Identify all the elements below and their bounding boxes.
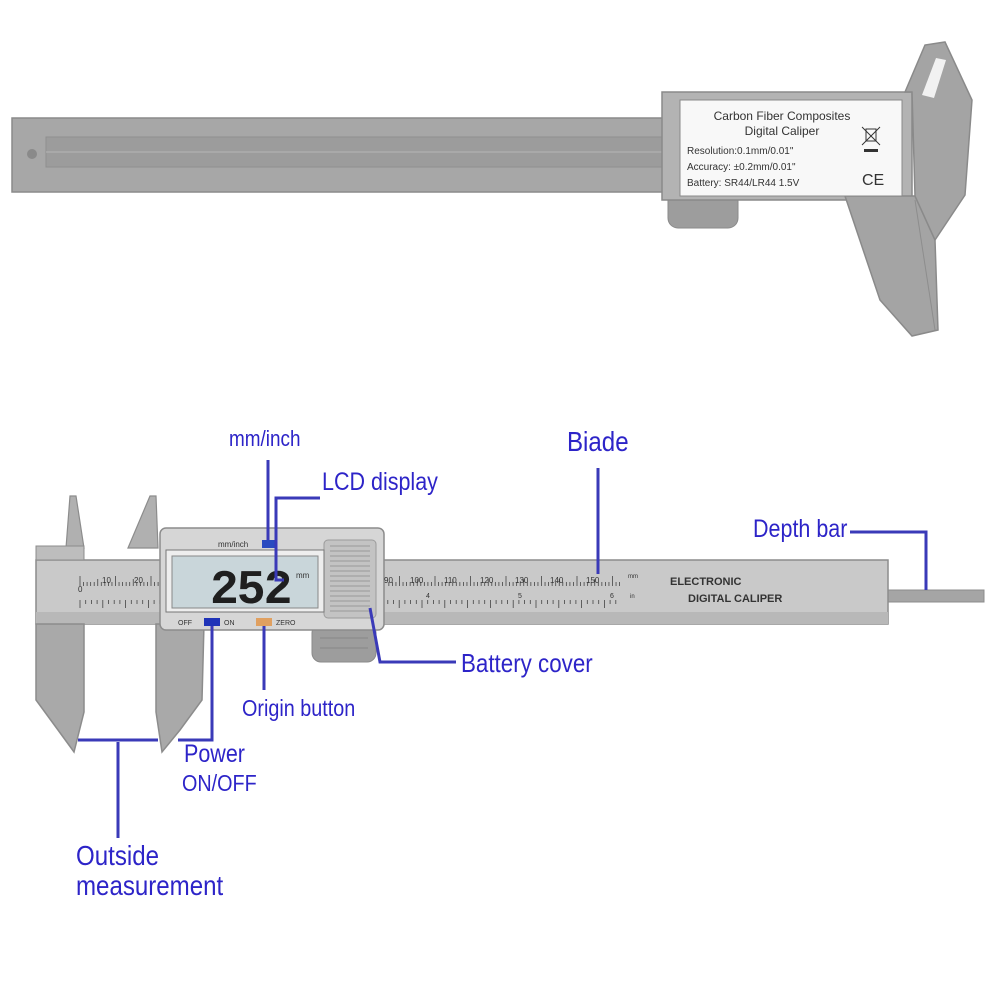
depth-bar [887,589,985,603]
top-caliper-label [679,99,903,197]
mm-label-100: 100 [410,576,424,585]
mm-label-0: 0 [78,585,83,594]
leader-lines [78,460,928,838]
battery-cover-ribs [330,545,370,612]
inch-label-6: 6 [610,593,614,600]
top-caliper-upper-jaw [903,41,973,242]
top-label-line-5: Battery: SR44/LR44 1.5V [687,178,800,189]
mm-label-20: 20 [134,576,143,585]
zero-label: ZERO [276,620,296,627]
top-caliper-jaw-edge [914,199,936,331]
fixed-upper-jaw [65,495,85,549]
movable-outside-jaw [155,623,205,754]
callout-blade: Biade [567,426,629,457]
ce-mark: CE [862,172,884,189]
origin-button[interactable] [256,618,272,626]
mm-label-110: 110 [444,576,457,585]
callout-mm-inch: mm/inch [229,426,301,451]
lcd-display [171,555,319,609]
mm-label-140: 140 [550,576,564,585]
on-label: ON [224,620,235,627]
lcd-reading: 252 [210,564,290,618]
mm-inch-button[interactable] [262,540,276,548]
mm-label-10: 10 [102,576,111,585]
callout-origin-button: Origin button [242,695,356,721]
movable-upper-jaw [127,495,159,549]
weee-bin-icon [861,126,881,152]
scale-mm-unit: mm [628,574,638,580]
mm-inch-button-label: mm/inch [218,540,248,549]
callout-depth-bar: Depth bar [753,515,848,543]
inch-label-5: 5 [518,593,522,600]
mm-label-150: 150 [586,576,600,585]
top-caliper-beam-hole [27,149,37,159]
fixed-lower-jaw [35,545,85,561]
inch-label-4: 4 [426,593,430,600]
callout-lcd-display: LCD display [322,468,438,496]
callout-power-line2: ON/OFF [182,770,257,796]
top-label-line-1: Carbon Fiber Composites [714,109,851,123]
leader-lcd [274,496,320,582]
lcd-unit: mm [296,571,310,580]
mm-label-90: 90 [384,576,393,585]
top-caliper-jaw-slot [922,58,946,98]
mm-scale [79,576,620,586]
top-label-line-4: Accuracy: ±0.2mm/0.01" [687,162,796,173]
fixed-outside-jaw [35,623,85,754]
off-label: OFF [178,620,192,627]
leader-depth-bar [850,530,928,590]
top-label-line-2: Digital Caliper [745,124,820,138]
top-label-line-3: Resolution:0.1mm/0.01" [687,146,794,157]
callout-outside-line1: Outside [76,840,159,871]
scale-in-unit: in [630,594,635,600]
mm-label-120: 120 [480,576,494,585]
beam-text-digital-caliper: DIGITAL CALIPER [688,593,782,605]
leader-power [178,626,214,742]
power-button[interactable] [204,618,220,626]
beam-text-electronic: ELECTRONIC [670,576,742,588]
callout-battery-cover: Battery cover [461,648,593,678]
leader-battery-cover [368,607,456,664]
inch-scale [79,600,617,608]
callout-power-line1: Power [184,740,245,768]
callout-outside-line2: measurement [76,870,224,901]
mm-label-130: 130 [515,576,529,585]
